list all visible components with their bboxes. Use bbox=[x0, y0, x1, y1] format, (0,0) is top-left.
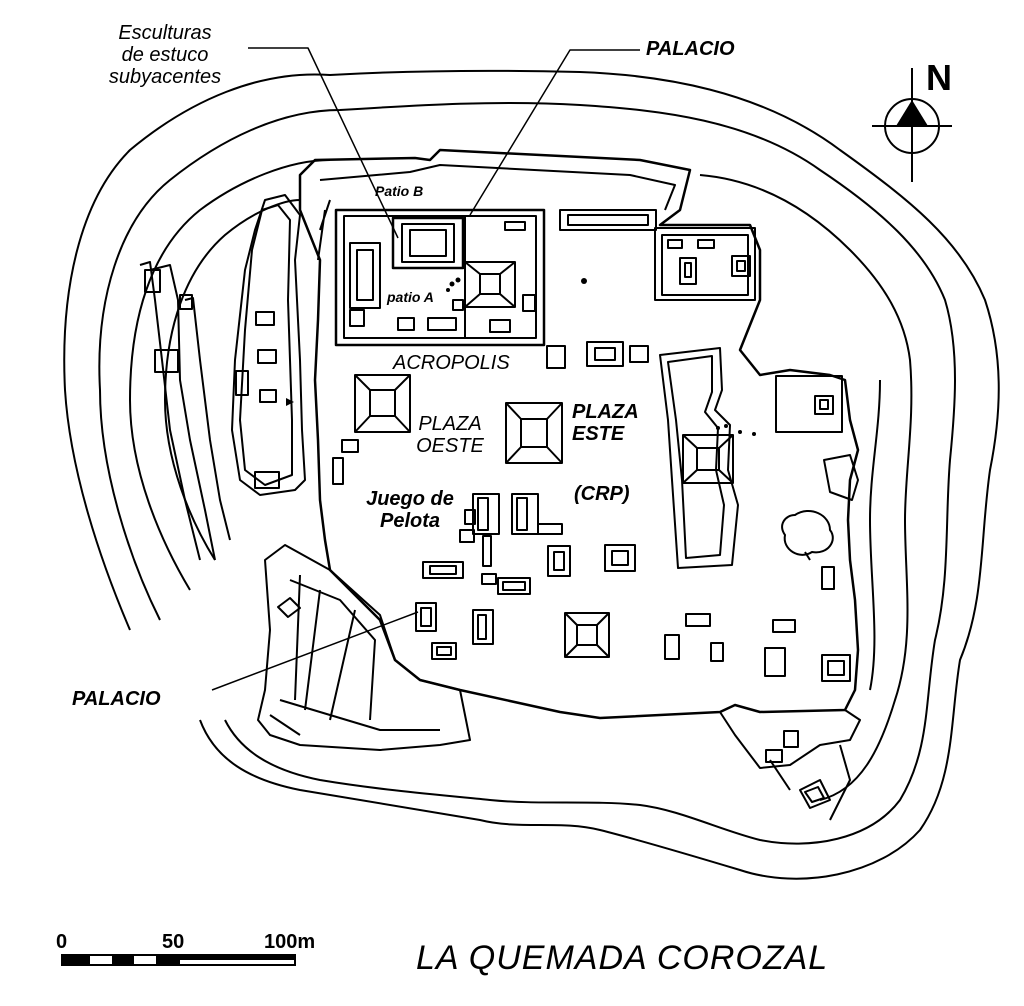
acropolis-small-6 bbox=[452, 299, 464, 311]
cenote bbox=[781, 510, 834, 556]
label-acropolis: ACROPOLIS bbox=[393, 352, 510, 374]
southeast-monument bbox=[799, 779, 831, 809]
ballcourt-west bbox=[472, 493, 500, 535]
northeast-compound bbox=[654, 227, 756, 301]
leader-palacio-bottom bbox=[211, 611, 419, 691]
label-palacio-top: PALACIO bbox=[646, 38, 735, 60]
southwest-monument bbox=[277, 597, 301, 618]
map-title: LA QUEMADA COROZAL bbox=[416, 939, 829, 977]
contour-line-2 bbox=[98, 101, 956, 845]
acropolis-enclosure-inner bbox=[343, 215, 537, 339]
ballcourt-east bbox=[511, 493, 539, 535]
sunken-patio-inner bbox=[401, 223, 455, 263]
acropolis-small-3 bbox=[427, 317, 457, 331]
leader-palacio-top bbox=[469, 49, 640, 216]
contour-line-4 bbox=[164, 199, 881, 691]
label-plaza-oeste-line2: OESTE bbox=[416, 435, 484, 457]
north-arrow-icon bbox=[872, 68, 952, 182]
northeast-compound-inner bbox=[661, 234, 749, 296]
contour-line-3 bbox=[129, 159, 913, 801]
west-terrace-inner bbox=[239, 204, 293, 486]
west-staircase-1 bbox=[144, 269, 161, 293]
scale-tick-50: 50 bbox=[162, 931, 185, 953]
south-pyramid bbox=[564, 612, 610, 658]
label-juego-de-pelota: Juego de Pelota bbox=[360, 488, 460, 532]
plaza-oeste-pyramid bbox=[354, 374, 411, 433]
label-palacio-bottom: PALACIO bbox=[72, 688, 161, 710]
acropolis-enclosure-outer bbox=[334, 208, 546, 347]
label-juego-line2: Pelota bbox=[379, 510, 441, 532]
elongated-platform-pyramid bbox=[682, 434, 734, 484]
label-esculturas-line2: de estuco bbox=[121, 44, 209, 66]
label-plaza-oeste-line1: PLAZA bbox=[418, 413, 482, 435]
acropolis-pyramid-top bbox=[479, 273, 501, 295]
south-palacio bbox=[415, 602, 437, 632]
acropolis-small-5 bbox=[522, 294, 536, 312]
label-crp: (CRP) bbox=[574, 483, 630, 505]
ramp-lines bbox=[294, 574, 356, 721]
north-long-building bbox=[559, 209, 657, 231]
label-plaza-este-line1: PLAZA bbox=[572, 401, 639, 423]
east-platform-edge bbox=[823, 454, 859, 501]
label-plaza-este: PLAZA ESTE bbox=[572, 401, 639, 445]
acropolis-pyramid bbox=[464, 261, 516, 308]
acropolis-small-1 bbox=[349, 309, 365, 327]
scale-tick-100m: 100m bbox=[264, 931, 316, 953]
label-patio-b: Patio B bbox=[375, 183, 424, 199]
acropolis-small-4 bbox=[489, 319, 511, 333]
contour-line-outer bbox=[63, 69, 1000, 880]
label-plaza-este-line2: ESTE bbox=[572, 423, 625, 445]
east-compound bbox=[775, 375, 843, 433]
elongated-platform-inner bbox=[667, 355, 725, 559]
acropolis-long-building-core bbox=[356, 249, 374, 301]
north-long-building-inner bbox=[567, 214, 649, 226]
acropolis-long-building bbox=[349, 242, 381, 309]
west-terrace-outline bbox=[231, 194, 306, 496]
southwest-ramp-outline bbox=[257, 544, 471, 751]
label-esculturas-line1: Esculturas bbox=[118, 22, 212, 44]
label-north: N bbox=[926, 57, 952, 98]
scale-bar bbox=[61, 954, 296, 966]
acropolis-small-7 bbox=[504, 221, 526, 231]
southeast-protrusion bbox=[719, 709, 861, 769]
plaza-este-pyramid bbox=[505, 402, 563, 464]
label-esculturas-line3: subyacentes bbox=[108, 66, 222, 88]
main-platform-outline bbox=[298, 148, 860, 720]
acropolis-small-2 bbox=[397, 317, 415, 331]
scale-tick-0: 0 bbox=[56, 931, 68, 953]
main-platform-inner-edge bbox=[317, 164, 676, 261]
leader-esculturas bbox=[248, 47, 399, 239]
label-plaza-oeste: PLAZA OESTE bbox=[408, 413, 492, 457]
label-esculturas: Esculturas de estuco subyacentes bbox=[100, 22, 230, 88]
elongated-platform bbox=[659, 347, 739, 569]
label-patio-a: patio A bbox=[387, 289, 434, 305]
sunken-patio-core bbox=[409, 229, 447, 257]
southeast-steps bbox=[769, 744, 851, 821]
sunken-patio-outer bbox=[391, 216, 465, 270]
label-juego-line1: Juego de bbox=[366, 488, 454, 510]
west-staircase-2 bbox=[154, 349, 179, 373]
